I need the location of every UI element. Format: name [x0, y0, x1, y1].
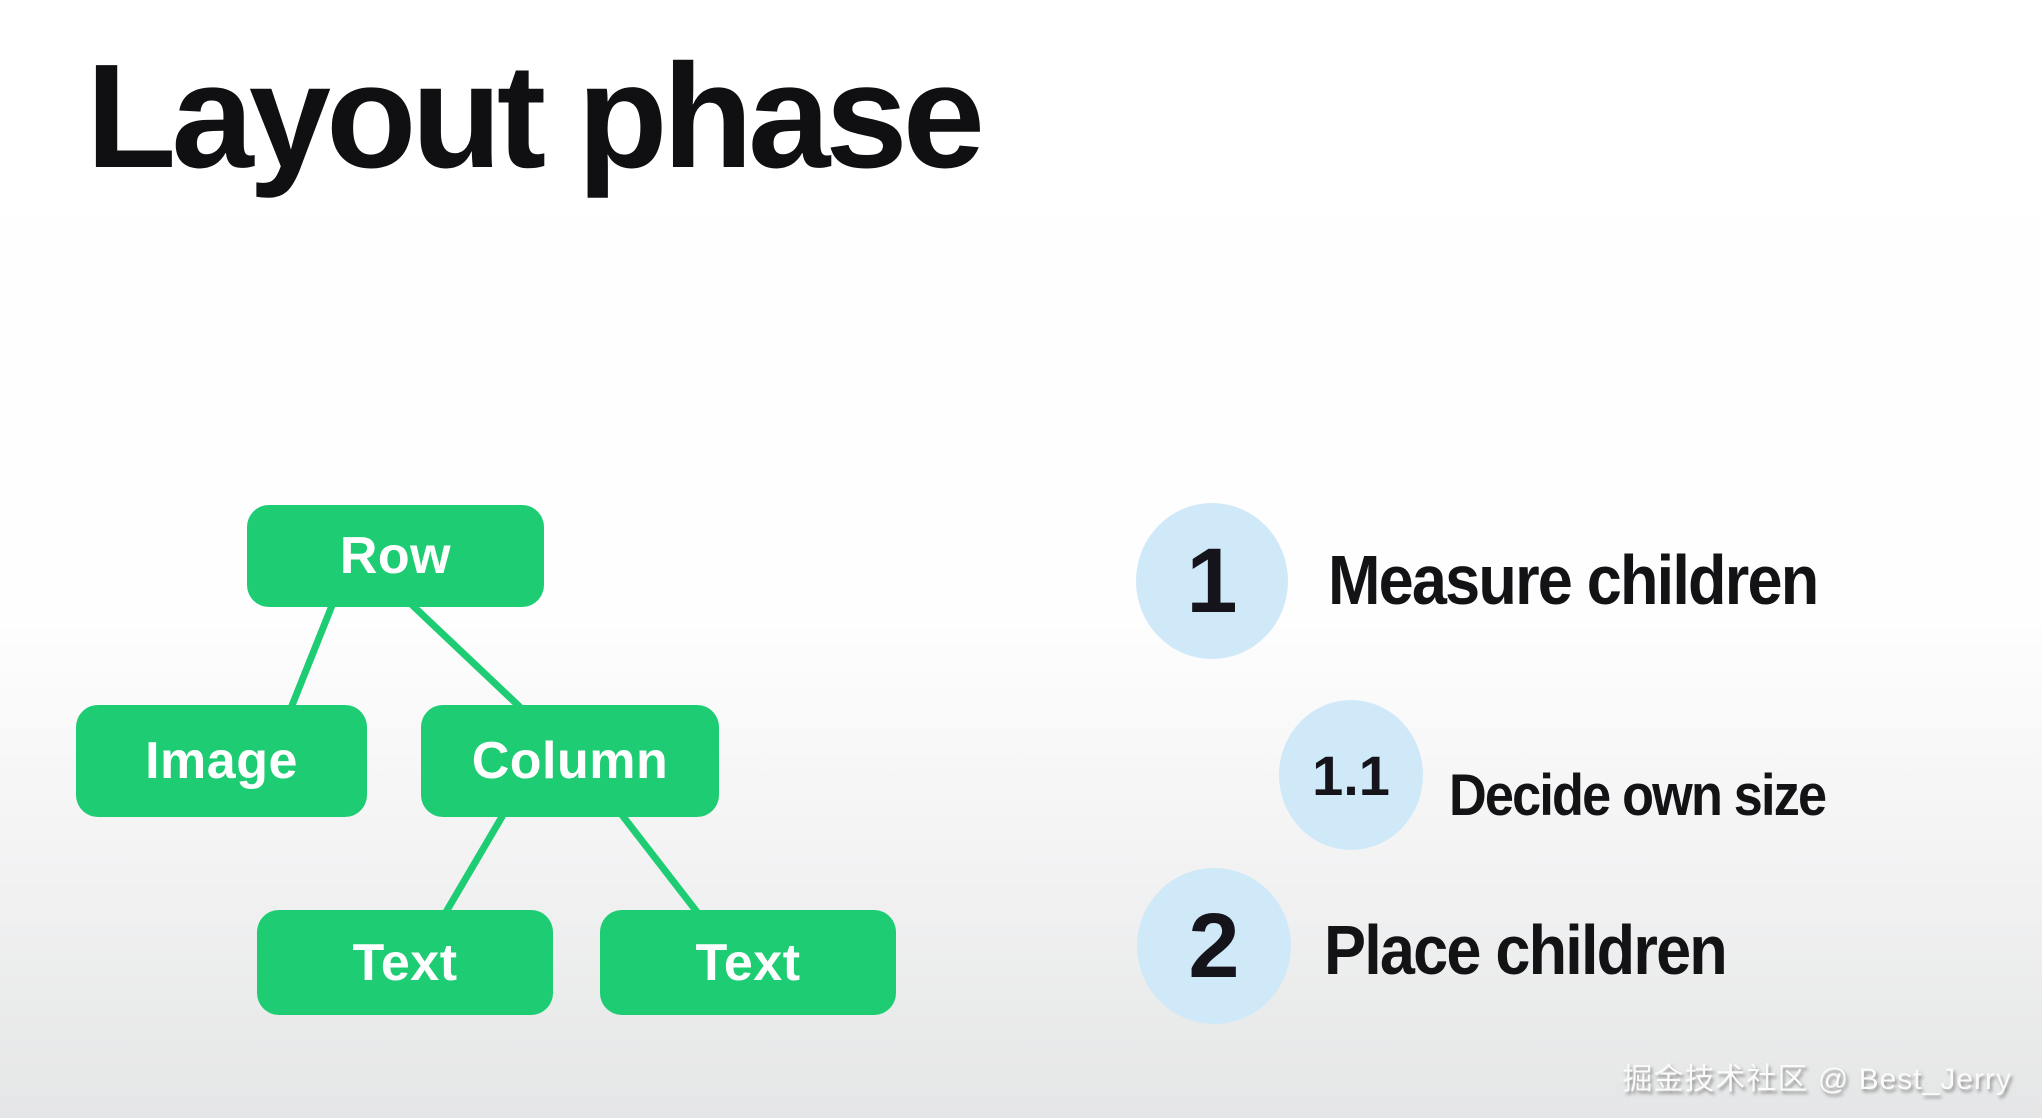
step-1-1-number-badge: 1.1 [1279, 700, 1423, 850]
tree-node-text-2: Text [600, 910, 896, 1015]
step-2-label: Place children [1324, 911, 1728, 989]
tree-edge-row-image [287, 599, 337, 712]
step-2-number-badge: 2 [1137, 868, 1291, 1024]
tree-edge-column-text1 [442, 811, 507, 916]
step-1-label: Measure children [1328, 541, 1819, 619]
tree-node-image: Image [76, 705, 367, 817]
tree-node-column: Column [421, 705, 719, 817]
watermark: 掘金技术社区 @ Best_Jerry [1622, 1063, 2012, 1096]
tree-node-row: Row [247, 505, 544, 607]
page-title: Layout phase [86, 34, 985, 199]
tree-edge-column-text2 [618, 811, 701, 916]
tree-edge-row-column [406, 599, 525, 712]
step-1-1-label: Decide own size [1449, 763, 1827, 828]
tree-node-text-1: Text [257, 910, 553, 1015]
step-1-number-badge: 1 [1136, 503, 1288, 659]
